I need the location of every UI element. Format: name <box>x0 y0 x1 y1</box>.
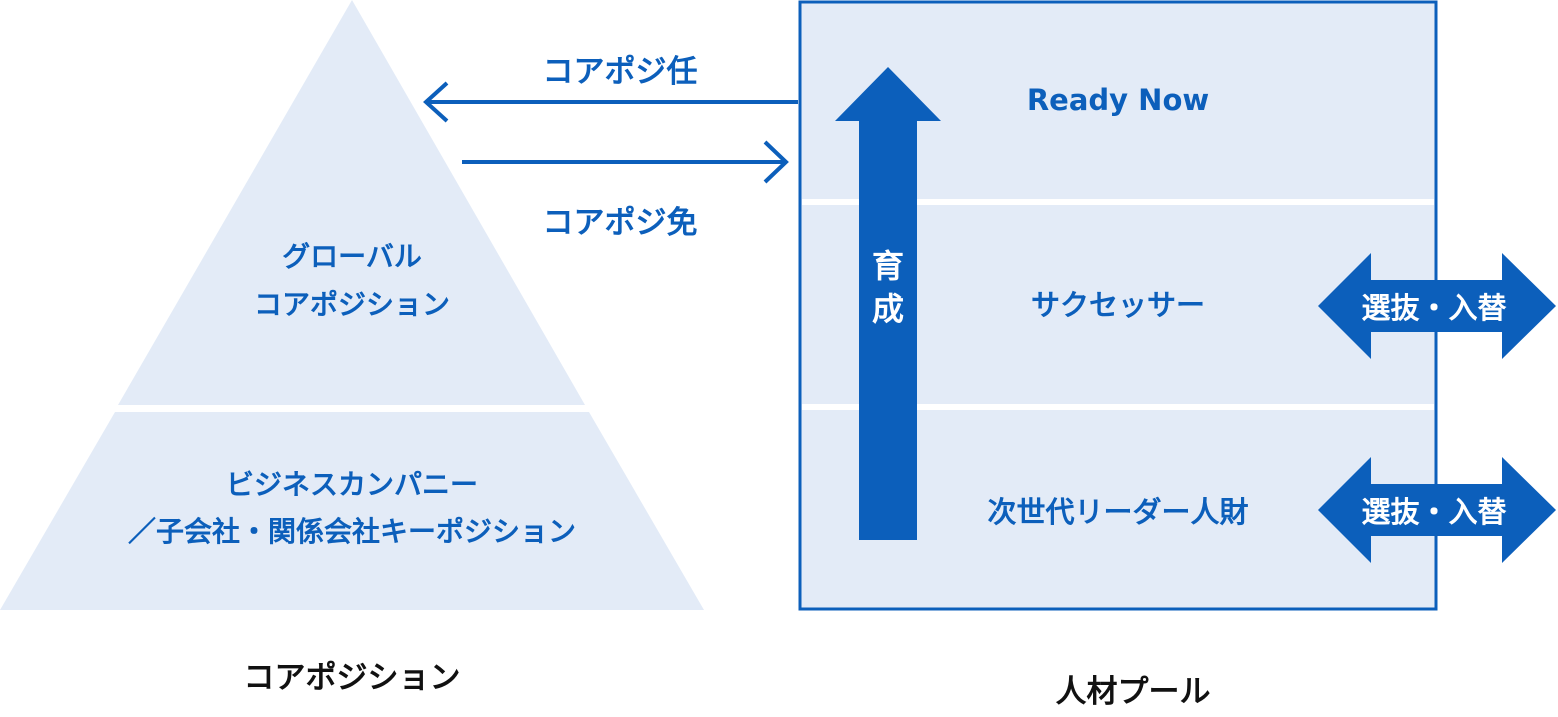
development-up-arrow <box>835 67 941 540</box>
appoint-arrow <box>423 81 798 123</box>
pool-row-next-gen-leaders: 次世代リーダー人財 <box>987 495 1248 529</box>
talent-pool-caption: 人材プール <box>1056 674 1211 710</box>
selection-double-arrow-1 <box>1318 253 1556 359</box>
appoint-label: コアポジ任 <box>543 54 698 90</box>
pyramid-top-tier-line2: コアポジション <box>254 288 450 321</box>
row-divider-1 <box>802 199 1434 205</box>
selection-label-2: 選抜・入替 <box>1361 495 1506 529</box>
pyramid-caption: コアポジション <box>244 660 461 696</box>
row-divider-2 <box>802 404 1434 410</box>
dismiss-label: コアポジ免 <box>543 205 698 241</box>
pyramid-top-tier <box>118 0 585 405</box>
pyramid-bottom-tier-line1: ビジネスカンパニー <box>226 468 478 501</box>
development-label-char-1: 育 <box>872 247 904 285</box>
pyramid-bottom-tier <box>0 412 704 610</box>
pool-row-successor: サクセッサー <box>1031 288 1205 322</box>
talent-pool: 育 成 Ready Now サクセッサー 次世代リーダー人財 選抜・入替 選抜・… <box>798 0 1556 710</box>
selection-double-arrow-2 <box>1318 457 1556 563</box>
selection-label-1: 選抜・入替 <box>1361 291 1506 325</box>
core-position-pyramid: グローバル コアポジション ビジネスカンパニー ／子会社・関係会社キーポジション… <box>0 0 704 696</box>
pyramid-bottom-tier-line2: ／子会社・関係会社キーポジション <box>128 515 576 548</box>
development-label-char-2: 成 <box>872 290 904 328</box>
connector-arrows: コアポジ任 コアポジ免 <box>423 54 798 241</box>
dismiss-arrow <box>462 140 789 184</box>
pyramid-top-tier-line1: グローバル <box>282 240 422 273</box>
pool-row-ready-now: Ready Now <box>1027 83 1209 117</box>
